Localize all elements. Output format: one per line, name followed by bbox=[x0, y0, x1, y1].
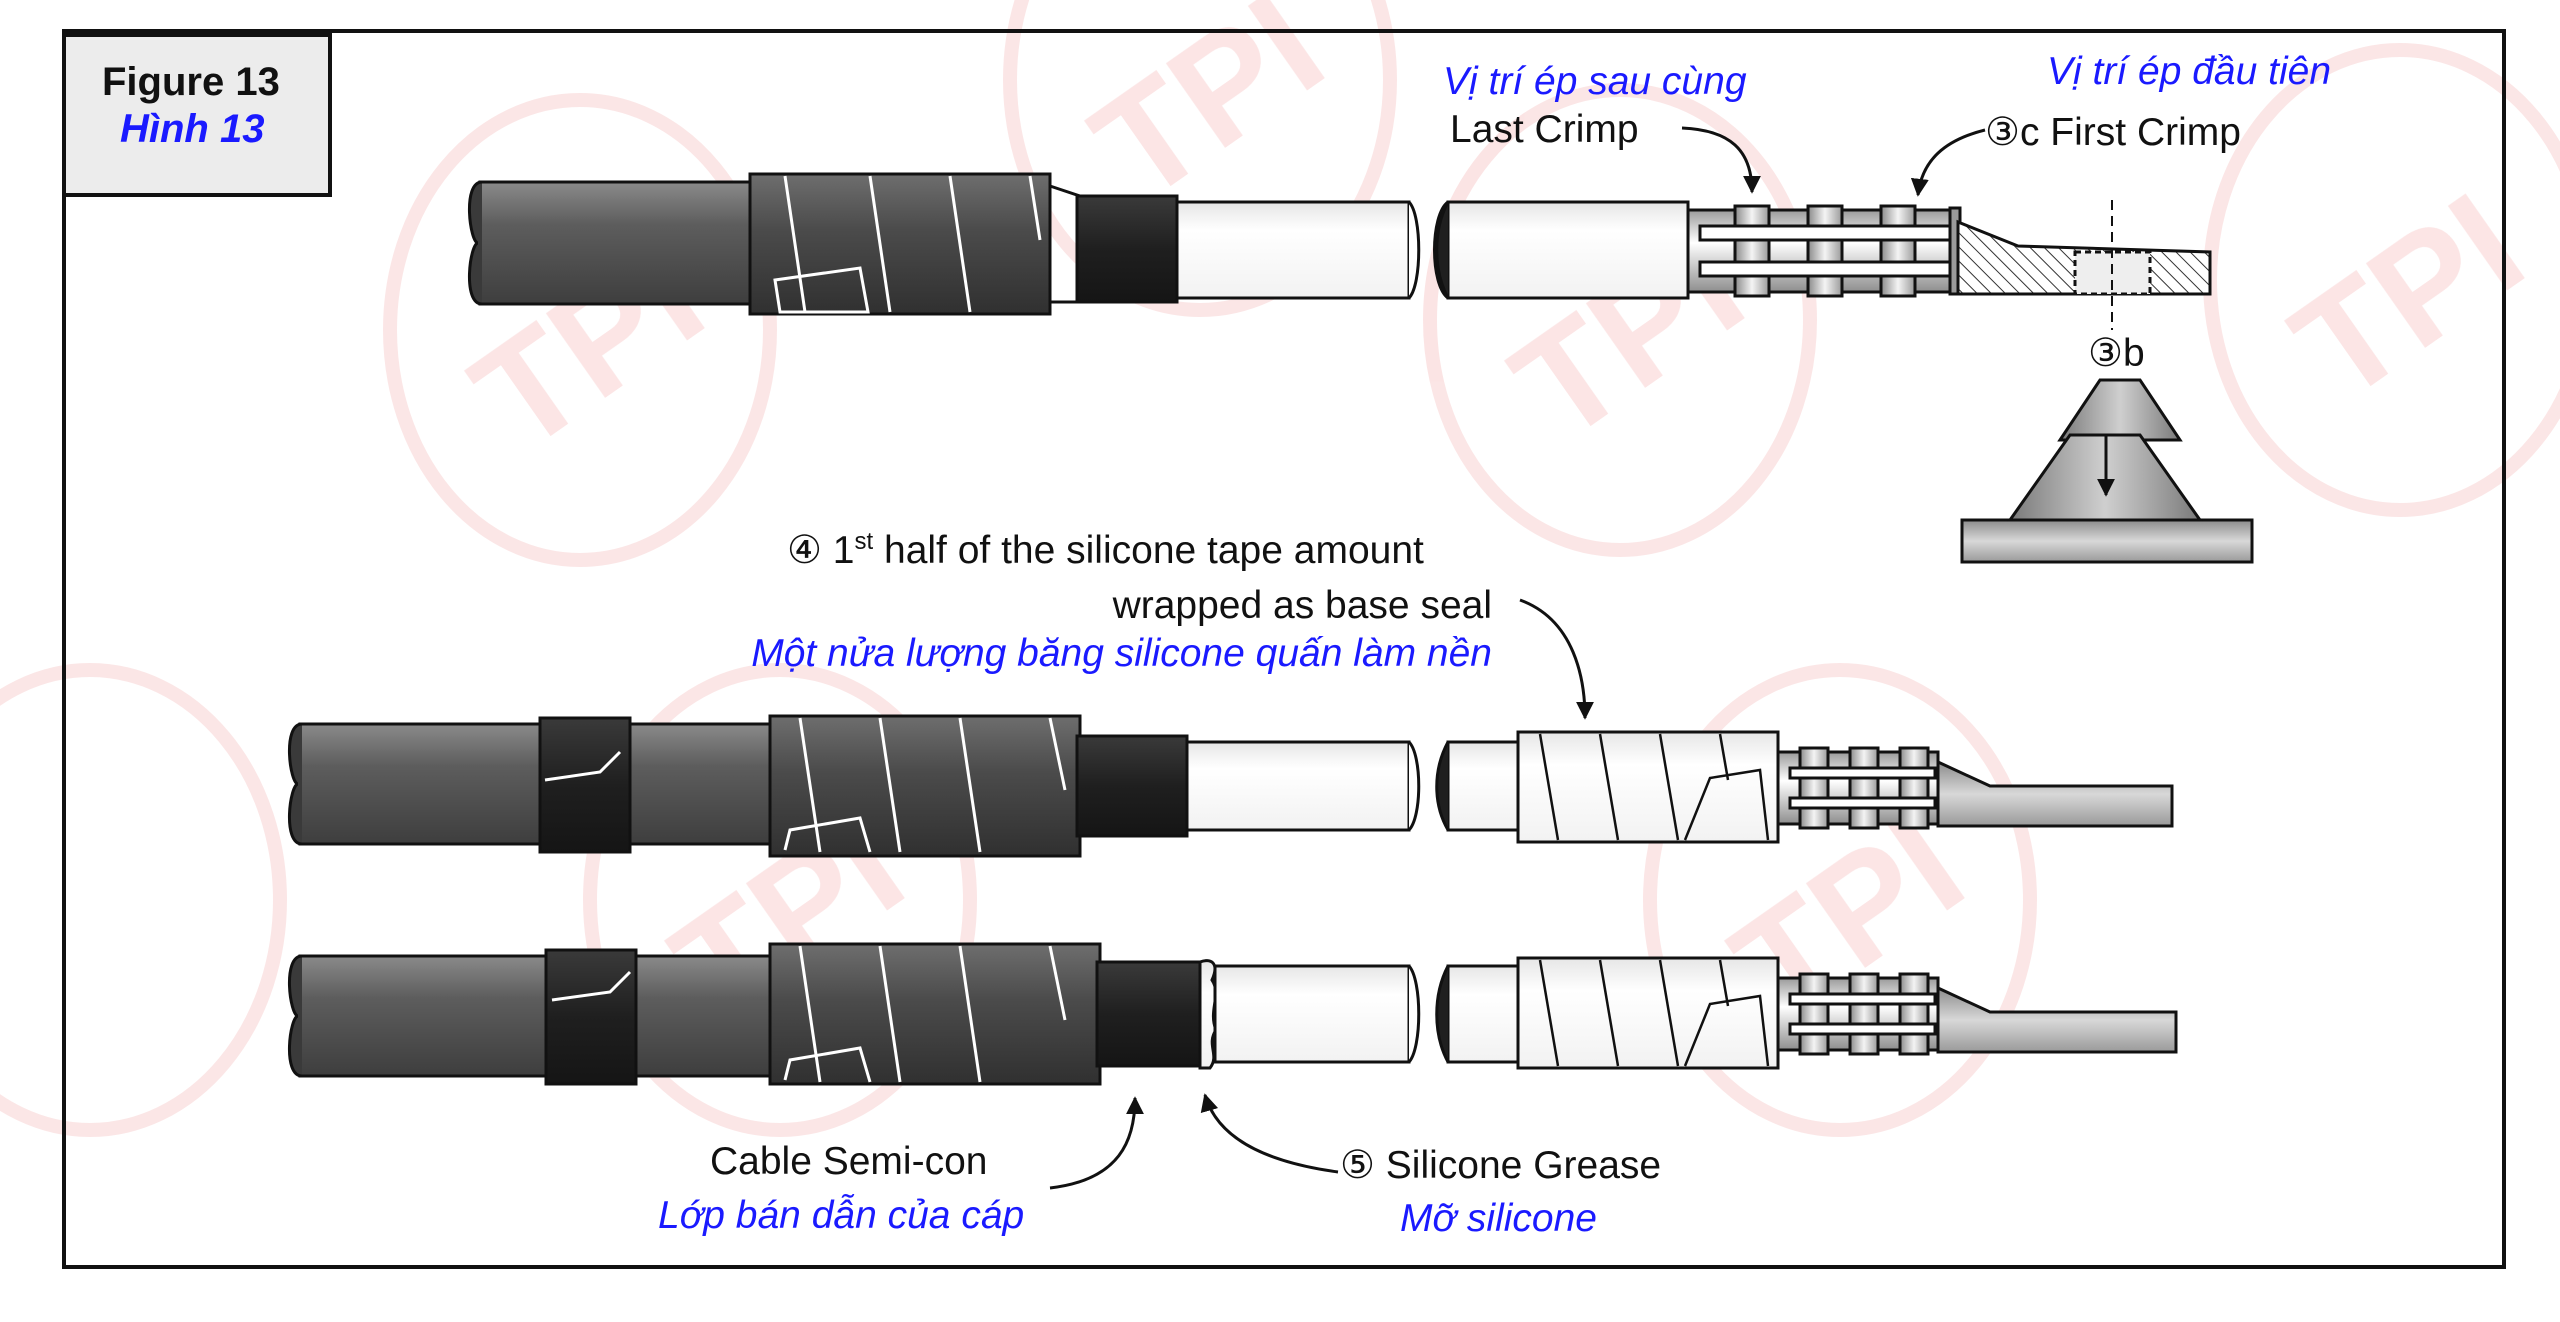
step4-vi-label: Một nửa lượng băng silicone quấn làm nền bbox=[751, 632, 1492, 675]
tape-section bbox=[768, 942, 1102, 1086]
first-crimp-vi-label: Vị trí ép đầu tiên bbox=[2047, 50, 2331, 93]
arrow-semicon bbox=[1049, 1096, 1144, 1190]
semicon-layer bbox=[1095, 960, 1209, 1068]
callout-arrows bbox=[1049, 126, 1986, 1190]
tape-section bbox=[748, 172, 1052, 316]
crimp-die bbox=[1960, 378, 2254, 564]
semicon-en-label: Cable Semi-con bbox=[710, 1140, 987, 1183]
silicone-tape-wrap bbox=[1516, 730, 1780, 844]
arrow-last-crimp bbox=[1681, 126, 1761, 194]
insulation-left bbox=[1213, 964, 1411, 1064]
figure-label-box bbox=[62, 33, 332, 197]
semicon-vi-label: Lớp bán dẫn của cáp bbox=[658, 1194, 1024, 1237]
cable-row-3 bbox=[288, 942, 2178, 1086]
step4-num: ④ 1 bbox=[787, 529, 855, 572]
cable-row-1 bbox=[468, 172, 2212, 330]
cable-jacket bbox=[298, 722, 772, 846]
watermark-text: TPI bbox=[2264, 161, 2552, 432]
arrow-grease bbox=[1200, 1093, 1339, 1174]
labels: Vị trí ép sau cùng Last Crimp Vị trí ép … bbox=[658, 50, 2331, 1240]
figure-frame bbox=[62, 29, 2506, 1269]
tape-section bbox=[768, 714, 1082, 858]
figure-label-vi: Hình 13 bbox=[120, 107, 265, 151]
arrow-first-crimp bbox=[1910, 128, 1986, 197]
step-3b-label: ③b bbox=[2088, 332, 2145, 375]
cable-cut-end bbox=[468, 180, 483, 306]
step4-rest: half of the silicone tape amount bbox=[873, 529, 1424, 572]
step4-line1: ④ 1st half of the silicone tape amount bbox=[787, 528, 1424, 572]
figure-label-en: Figure 13 bbox=[102, 60, 280, 104]
step4-sup: st bbox=[855, 528, 874, 555]
insulation-right bbox=[1446, 200, 1690, 300]
silicone-tape-wrap bbox=[1516, 956, 1780, 1070]
cable-jacket bbox=[298, 954, 772, 1078]
last-crimp-en-label: Last Crimp bbox=[1450, 108, 1639, 151]
grease-en-label: ⑤ Silicone Grease bbox=[1340, 1144, 1661, 1187]
lug-palm bbox=[1936, 985, 2178, 1054]
semicon-layer bbox=[1075, 194, 1179, 304]
tape-band bbox=[544, 948, 638, 1086]
cable-jacket bbox=[478, 180, 757, 306]
step4-line2: wrapped as base seal bbox=[1112, 584, 1492, 627]
cable-row-2 bbox=[288, 714, 2174, 858]
lug-palm bbox=[1936, 759, 2174, 828]
arrow-silicone-tape bbox=[1519, 598, 1594, 720]
insulation-left bbox=[1175, 200, 1411, 300]
insulation-left bbox=[1185, 740, 1411, 832]
grease-vi-label: Mỡ silicone bbox=[1400, 1197, 1597, 1240]
watermark-layer bbox=[0, 0, 2560, 1137]
semicon-layer bbox=[1075, 734, 1189, 838]
tape-band bbox=[538, 716, 632, 854]
first-crimp-en-label: ③c First Crimp bbox=[1985, 111, 2241, 154]
last-crimp-vi-label: Vị trí ép sau cùng bbox=[1443, 60, 1747, 103]
